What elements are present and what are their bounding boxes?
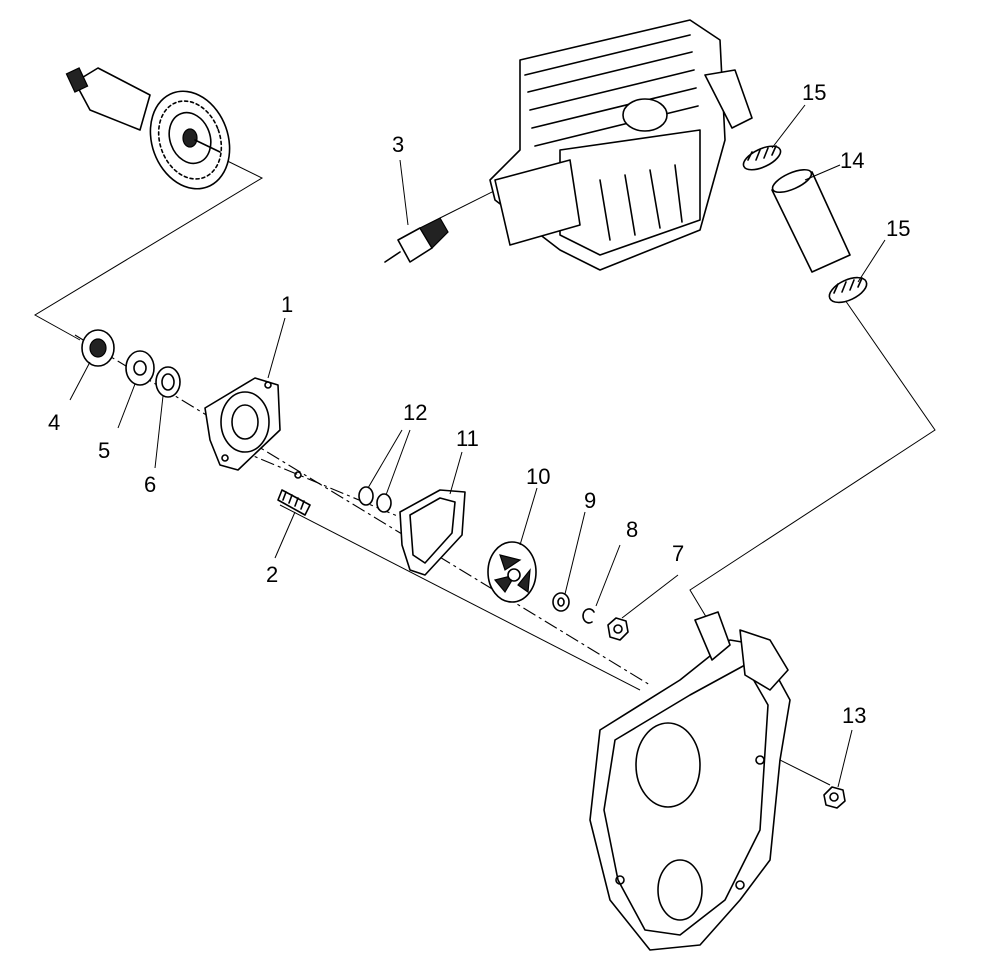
part-9-washer <box>552 511 586 612</box>
part-12-o-rings <box>358 429 411 513</box>
callout-15-upper: 15 <box>802 80 826 105</box>
part-15-hose-clamp-upper <box>742 104 806 171</box>
callout-labels: 1 2 3 4 5 6 7 8 9 10 11 12 13 14 15 15 <box>48 80 910 728</box>
callout-6: 6 <box>144 472 156 497</box>
callout-5: 5 <box>98 438 110 463</box>
callout-1: 1 <box>281 292 293 317</box>
part-6-seal <box>154 366 181 469</box>
part-5-bearing <box>117 350 155 429</box>
drive-shaft-gear <box>65 67 231 190</box>
part-2-stud <box>274 489 311 559</box>
callout-12: 12 <box>403 400 427 425</box>
part-15-hose-clamp-lower <box>828 239 886 304</box>
part-1-pump-housing <box>204 317 302 479</box>
callout-2: 2 <box>266 562 278 587</box>
part-4-bearing <box>69 329 115 401</box>
callout-11: 11 <box>456 426 479 451</box>
callout-13: 13 <box>842 703 866 728</box>
callout-9: 9 <box>584 488 596 513</box>
callout-4: 4 <box>48 410 60 435</box>
callout-3: 3 <box>392 132 404 157</box>
callout-14: 14 <box>840 148 864 173</box>
cylinder-head <box>489 19 753 271</box>
part-11-gasket <box>399 451 466 576</box>
part-13-nut <box>823 729 853 809</box>
part-10-impeller <box>487 487 538 603</box>
part-14-hose <box>771 164 851 273</box>
callout-15-lower: 15 <box>886 216 910 241</box>
callout-7: 7 <box>672 541 684 566</box>
part-3-temperature-sensor <box>384 159 449 263</box>
part-7-nut <box>607 574 679 641</box>
part-8-clip <box>582 544 621 624</box>
crankcase-cover <box>589 611 791 951</box>
callout-10: 10 <box>526 464 550 489</box>
callout-8: 8 <box>626 517 638 542</box>
